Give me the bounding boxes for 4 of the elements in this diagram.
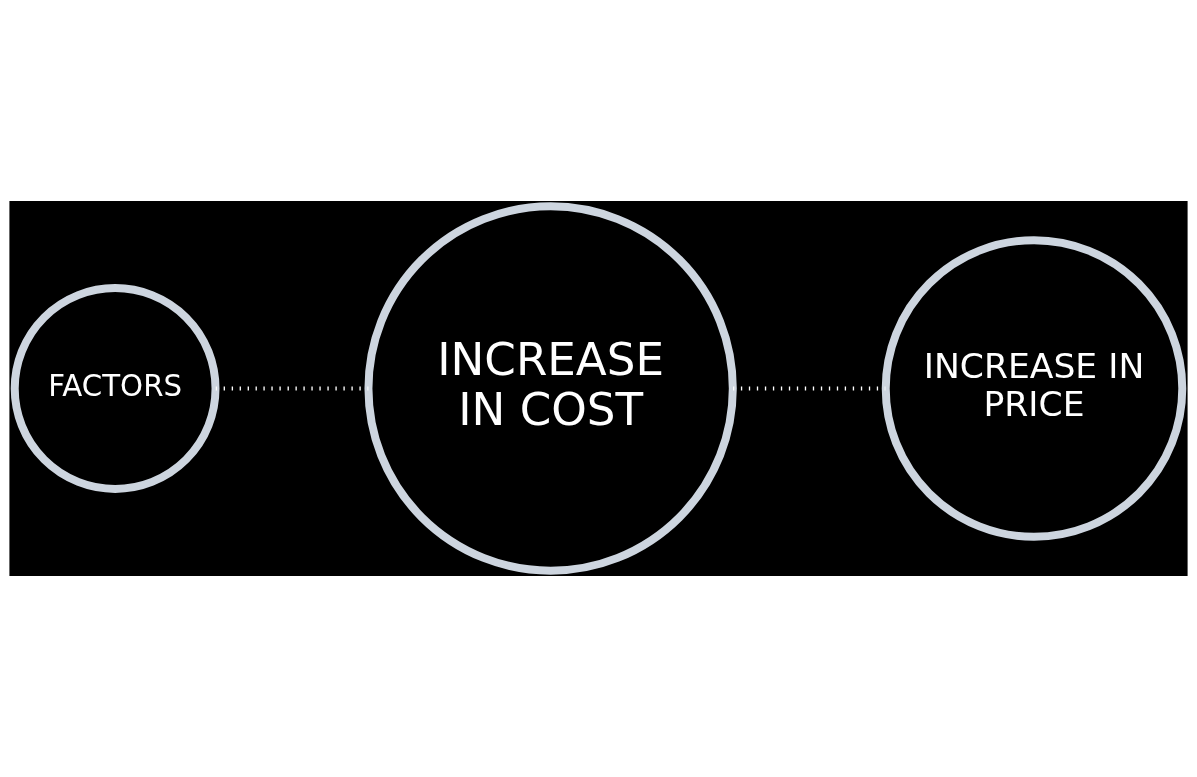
node-circle: INCREASE IN COST: [364, 202, 737, 575]
connector: [215, 386, 369, 391]
node-circle: INCREASE IN PRICE: [881, 236, 1187, 541]
node-circle: FACTORS: [10, 284, 220, 493]
